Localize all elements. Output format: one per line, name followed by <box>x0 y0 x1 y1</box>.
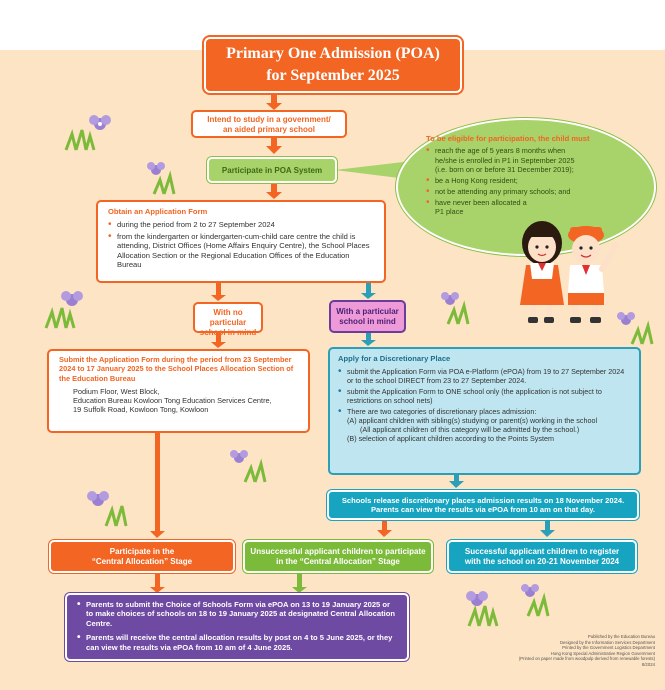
unsuccessful-box: Unsuccessful applicant children to parti… <box>243 540 433 573</box>
flower-icon <box>44 291 83 329</box>
category-b: (B) selection of applicant children acco… <box>347 434 554 444</box>
obtain-heading: Obtain an Application Form <box>108 207 208 216</box>
publication-footer: Published by the Education Bureau Design… <box>485 634 655 667</box>
intend-line-1: Intend to study in a government/ <box>207 115 331 124</box>
final-item: Parents to submit the Choice of Schools … <box>77 599 397 628</box>
no-school-line-2: school in mind <box>199 328 257 337</box>
release-line-2: Parents can view the results via ePOA fr… <box>370 505 596 515</box>
flower-icon <box>441 292 470 325</box>
release-line-1: Schools release discretionary places adm… <box>341 496 625 505</box>
address-line: 19 Suffolk Road, Kowloon Tong, Kowloon <box>73 405 209 415</box>
discretionary-item: submit the Application Form via POA e-Pl… <box>338 366 631 385</box>
address-line: Education Bureau Kowloon Tong Education … <box>73 396 272 405</box>
successful-line-1: Successful applicant children to registe… <box>464 547 620 556</box>
no-school-line-1: With no particular <box>209 308 247 327</box>
eligibility-item: not be attending any primary schools; an… <box>426 186 628 199</box>
flower-icon <box>617 312 654 345</box>
address-line: Podium Floor, West Block, <box>73 386 160 396</box>
discretionary-box: Apply for a Discretionary Place submit t… <box>328 347 641 475</box>
participate-box: Participate in POA System <box>207 157 337 183</box>
discretionary-item: There are two categories of discretionar… <box>338 406 631 444</box>
eligibility-list: reach the age of 5 years 8 months when h… <box>426 145 628 216</box>
final-list: Parents to submit the Choice of Schools … <box>77 599 397 652</box>
successful-box: Successful applicant children to registe… <box>447 540 637 573</box>
unsuccessful-line-1: Unsuccessful applicant children to parti… <box>250 547 426 556</box>
with-school-line-1: With a particular <box>336 307 399 316</box>
footer-line: 8/2024 <box>641 661 655 667</box>
children-illustration <box>520 221 619 323</box>
flower-icon <box>466 591 499 627</box>
eligibility-item: reach the age of 5 years 8 months when h… <box>426 145 586 173</box>
unsuccessful-line-2: in the “Central Allocation” Stage <box>276 557 400 566</box>
footer-line: Designed by the Information Services Dep… <box>559 639 655 645</box>
no-particular-school-box: With no particular school in mind <box>193 302 263 337</box>
with-school-line-2: school in mind <box>339 317 396 326</box>
participate-label: Participate in POA System <box>221 166 323 175</box>
footer-line: (Printed on paper made from woodpulp der… <box>518 656 655 662</box>
central-allocation-box: Participate in the “Central Allocation” … <box>49 540 235 573</box>
submit-box: Submit the Application Form during the p… <box>47 349 310 433</box>
flower-icon <box>64 115 111 151</box>
central-allocation-details-box: Parents to submit the Choice of Schools … <box>65 593 409 661</box>
flower-icon <box>230 450 267 483</box>
flower-icon <box>521 584 550 617</box>
successful-line-2: with the school on 20-21 November 2024 <box>464 557 620 566</box>
discretionary-item: submit the Application Form to ONE schoo… <box>338 386 631 405</box>
flower-icon <box>87 491 128 527</box>
flower-icon <box>147 162 176 195</box>
discretionary-heading: Apply for a Discretionary Place <box>338 354 451 363</box>
obtain-item: during the period from 2 to 27 September… <box>108 219 374 232</box>
submit-address: Podium Floor, West Block, Education Bure… <box>59 387 298 415</box>
category-a: (A) applicant children with sibling(s) s… <box>347 416 598 426</box>
discretionary-list: submit the Application Form via POA e-Pl… <box>338 366 631 444</box>
with-particular-school-box: With a particular school in mind <box>329 300 406 333</box>
submit-heading: Submit the Application Form during the p… <box>59 355 294 383</box>
title-line-2: for September 2025 <box>266 67 400 84</box>
intend-line-2: an aided primary school <box>222 125 316 134</box>
obtain-box: Obtain an Application Form during the pe… <box>96 200 386 283</box>
final-item: Parents will receive the central allocat… <box>77 632 397 652</box>
discretionary-categories-intro: There are two categories of discretionar… <box>347 407 537 417</box>
footer-line: Printed by the Government Logistics Depa… <box>562 645 655 651</box>
intend-box: Intend to study in a government/ an aide… <box>191 110 347 138</box>
release-results-box: Schools release discretionary places adm… <box>327 490 639 520</box>
eligibility-item: be a Hong Kong resident; <box>426 175 628 188</box>
central-line-2: “Central Allocation” Stage <box>91 557 193 566</box>
footer-line: Hong Kong Special Administrative Region … <box>550 650 655 656</box>
central-line-1: Participate in the <box>109 547 175 556</box>
category-a-note: (All applicant children of this category… <box>360 425 580 435</box>
page-title: Primary One Admission (POA) for Septembe… <box>204 37 462 93</box>
obtain-list: during the period from 2 to 27 September… <box>108 219 374 270</box>
title-line-1: Primary One Admission (POA) <box>226 45 440 62</box>
footer-line: Published by the Education Bureau <box>587 634 655 639</box>
eligibility-item: have never been allocated a P1 place <box>426 197 536 216</box>
obtain-item: from the kindergarten or kindergarten-cu… <box>108 231 374 270</box>
eligibility-heading: To be eligible for participation, the ch… <box>426 134 590 143</box>
